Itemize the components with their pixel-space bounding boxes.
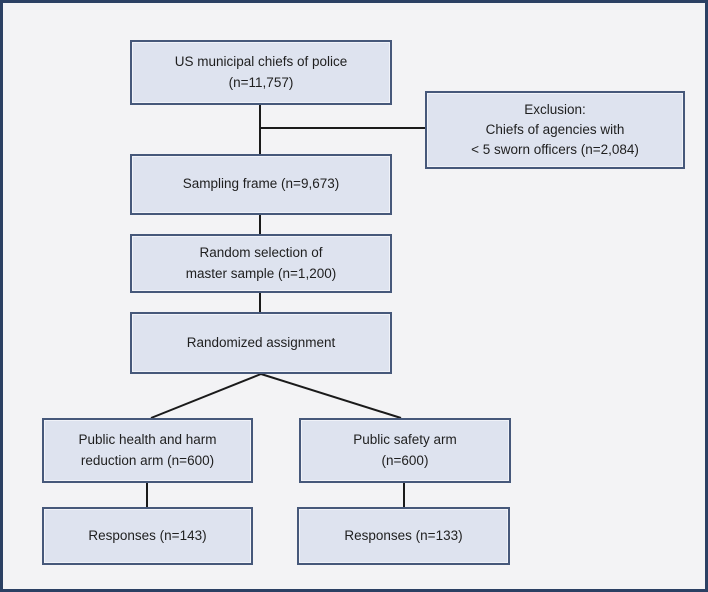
node-randomized-assignment: Randomized assignment bbox=[130, 312, 392, 374]
node-public-safety-arm: Public safety arm (n=600) bbox=[299, 418, 511, 483]
connector-to-exclusion bbox=[260, 127, 426, 129]
connector-public-health-arm-to-responses bbox=[146, 482, 148, 508]
connector-random-selection-to-randomized-assignment bbox=[259, 292, 261, 313]
node-exclusion: Exclusion: Chiefs of agencies with < 5 s… bbox=[425, 91, 685, 169]
connector-population-to-sampling-frame bbox=[259, 104, 261, 155]
node-sampling-frame: Sampling frame (n=9,673) bbox=[130, 154, 392, 215]
node-random-selection: Random selection of master sample (n=1,2… bbox=[130, 234, 392, 293]
node-responses-public-health: Responses (n=143) bbox=[42, 507, 253, 565]
node-population: US municipal chiefs of police (n=11,757) bbox=[130, 40, 392, 105]
node-responses-public-safety: Responses (n=133) bbox=[297, 507, 510, 565]
connector-assignment-to-public-health-arm bbox=[150, 373, 262, 419]
connector-assignment-to-public-safety-arm bbox=[260, 373, 402, 419]
connector-sampling-frame-to-random-selection bbox=[259, 214, 261, 235]
connector-public-safety-arm-to-responses bbox=[403, 482, 405, 508]
node-public-health-arm: Public health and harm reduction arm (n=… bbox=[42, 418, 253, 483]
